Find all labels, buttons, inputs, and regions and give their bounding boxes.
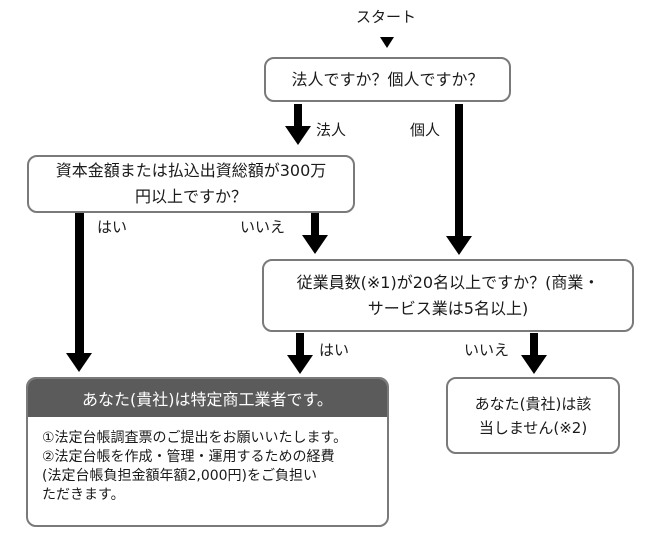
q3-line-1: 従業員数(※1)が20名以上ですか？(商業・: [296, 272, 600, 292]
question-employee-count: 従業員数(※1)が20名以上ですか？(商業・ サービス業は5名以上): [262, 259, 634, 332]
arrow-capital-yes-head: [66, 353, 92, 372]
q1-line-1: 法人ですか？個人ですか？: [291, 69, 484, 89]
arrow-corporate-head: [285, 126, 311, 145]
question-capital-amount: 資本金額または払込出資総額が300万 円以上ですか？: [27, 155, 355, 213]
result-detail-line-2: ②法定台帳を作成・管理・運用するための経費: [42, 449, 335, 465]
arrow-capital-no-head: [302, 235, 328, 254]
label-employee-no: いいえ: [464, 341, 510, 359]
arrow-corporate-shaft: [294, 104, 302, 126]
arrow-individual-shaft: [455, 104, 463, 236]
arrow-employee-yes-head: [287, 355, 313, 374]
arrow-capital-yes-shaft: [75, 213, 84, 353]
result-detail-line-1: ①法定台帳調査票のご提出をお願いいたします。: [42, 430, 348, 446]
q2-line-2: 円以上ですか？: [134, 187, 247, 206]
not-line-2: 当しません(※2): [478, 418, 588, 437]
start-arrow: [380, 37, 394, 48]
result-detail-line-3: (法定台帳負担金額年額2,000円)をご負担い: [42, 468, 318, 484]
arrow-employee-yes-shaft: [296, 333, 304, 355]
arrow-employee-no-shaft: [530, 333, 538, 355]
q2-line-1: 資本金額または払込出資総額が300万: [55, 161, 327, 180]
label-capital-no: いいえ: [240, 218, 286, 236]
result-specified-business: あなた(貴社)は特定商工業者です。 ①法定台帳調査票のご提出をお願いいたします。…: [26, 377, 389, 527]
arrow-individual-head: [446, 236, 472, 255]
label-capital-yes: はい: [97, 218, 128, 236]
arrow-capital-no-shaft: [311, 213, 319, 235]
label-employee-yes: はい: [319, 341, 350, 359]
not-line-1: あなた(貴社)は該: [474, 394, 592, 413]
question-corporate-or-individual: 法人ですか？個人ですか？: [264, 57, 511, 102]
q3-line-2: サービス業は5名以上): [367, 298, 529, 318]
result-details: ①法定台帳調査票のご提出をお願いいたします。 ②法定台帳を作成・管理・運用するた…: [28, 417, 387, 505]
start-label: スタート: [356, 8, 417, 26]
label-individual: 個人: [410, 121, 441, 139]
result-title: あなた(貴社)は特定商工業者です。: [28, 379, 387, 417]
arrow-employee-no-head: [521, 355, 547, 374]
label-corporate: 法人: [316, 121, 347, 139]
result-detail-line-4: ただきます。: [42, 487, 125, 503]
result-not-applicable: あなた(貴社)は該 当しません(※2): [446, 377, 620, 454]
